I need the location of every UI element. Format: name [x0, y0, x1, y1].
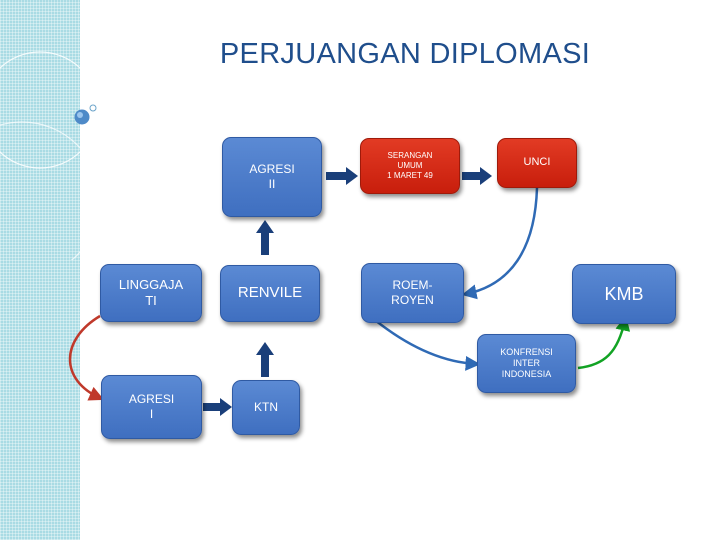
curved-arrow-roem-royen-to-konfrensi: [369, 315, 481, 371]
node-agresi-1: AGRESI I: [101, 375, 202, 439]
node-serangan-umum: SERANGAN UMUM 1 MARET 49: [360, 138, 460, 194]
decorative-circles: [0, 51, 101, 260]
node-agresi-2: AGRESI II: [222, 137, 322, 217]
arrow-serangan-to-unci: [462, 167, 492, 185]
node-renvile: RENVILE: [220, 265, 320, 322]
arrow-agresi1-to-ktn: [203, 398, 232, 416]
curved-arrow-konfrensi-to-kmb: [577, 315, 631, 370]
node-linggajati: LINGGAJA TI: [100, 264, 202, 322]
node-unci: UNCI: [497, 138, 577, 188]
node-konfrensi: KONFRENSI INTER INDONESIA: [477, 334, 576, 393]
curved-arrow-unci-to-roem-royen: [461, 187, 539, 300]
arrow-renvile-to-agresi2: [256, 220, 274, 255]
node-roem-royen: ROEM- ROYEN: [361, 263, 464, 323]
node-kmb: KMB: [572, 264, 676, 324]
arrow-ktn-to-renvile: [256, 342, 274, 377]
node-ktn: KTN: [232, 380, 300, 435]
arrow-agresi2-to-serangan: [326, 167, 358, 185]
page-title: PERJUANGAN DIPLOMASI: [219, 38, 591, 70]
decorative-sidebar: [0, 0, 80, 540]
